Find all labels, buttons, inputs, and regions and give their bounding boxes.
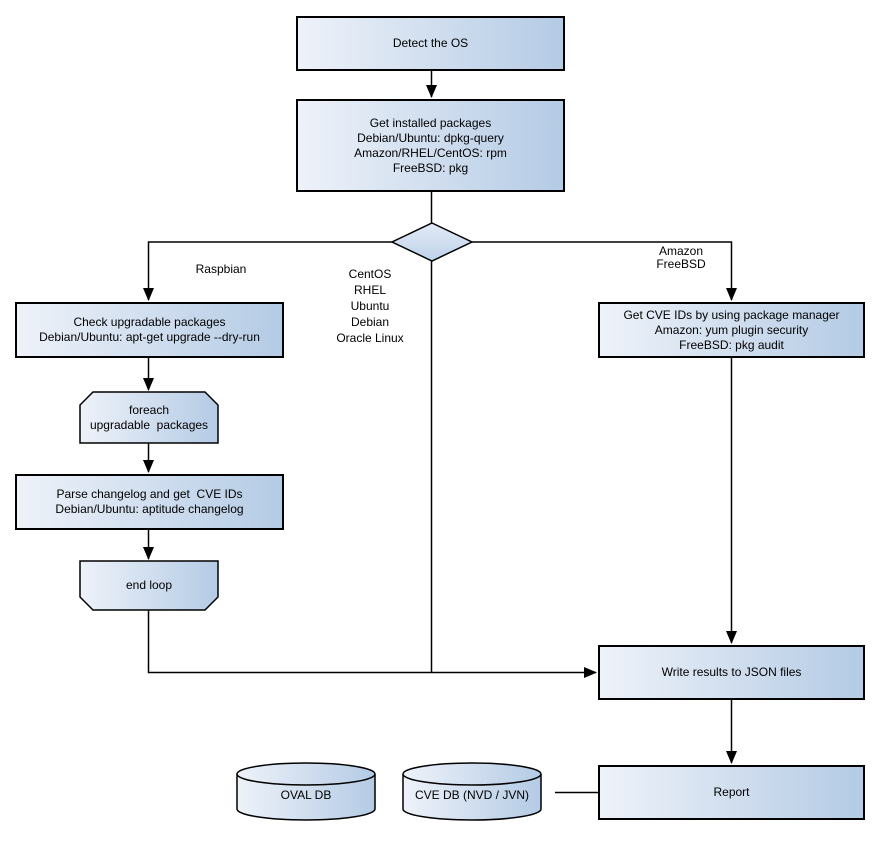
- foreach-shape: [79, 391, 219, 444]
- node-write-results: Write results to JSON files: [598, 645, 865, 700]
- cve-db-cylinder: [402, 762, 542, 821]
- oval-db-cylinder: [236, 762, 376, 821]
- branch-label-centos-rhel: CentOS RHEL Ubuntu Debian Oracle Linux: [336, 267, 404, 345]
- decision-diamond: [390, 222, 474, 262]
- node-check-upgradable-packages: Check upgradable packages Debian/Ubuntu:…: [15, 302, 284, 358]
- branch-label-raspbian: Raspbian: [195, 262, 247, 276]
- node-report: Report: [598, 765, 865, 820]
- end-loop-shape: [79, 560, 219, 611]
- edge-decision-to-getcve: [472, 241, 737, 301]
- edge-endloop-to-write: [147, 610, 597, 678]
- node-parse-changelog: Parse changelog and get CVE IDs Debian/U…: [15, 474, 284, 530]
- edges: [143, 71, 737, 794]
- node-get-installed-packages: Get installed packages Debian/Ubuntu: dp…: [296, 99, 565, 192]
- node-detect-os: Detect the OS: [296, 16, 565, 71]
- edge-decision-to-check: [143, 241, 392, 301]
- branch-label-amazon-freebsd: Amazon FreeBSD: [656, 244, 706, 271]
- node-get-cve-ids: Get CVE IDs by using package manager Ama…: [598, 302, 865, 358]
